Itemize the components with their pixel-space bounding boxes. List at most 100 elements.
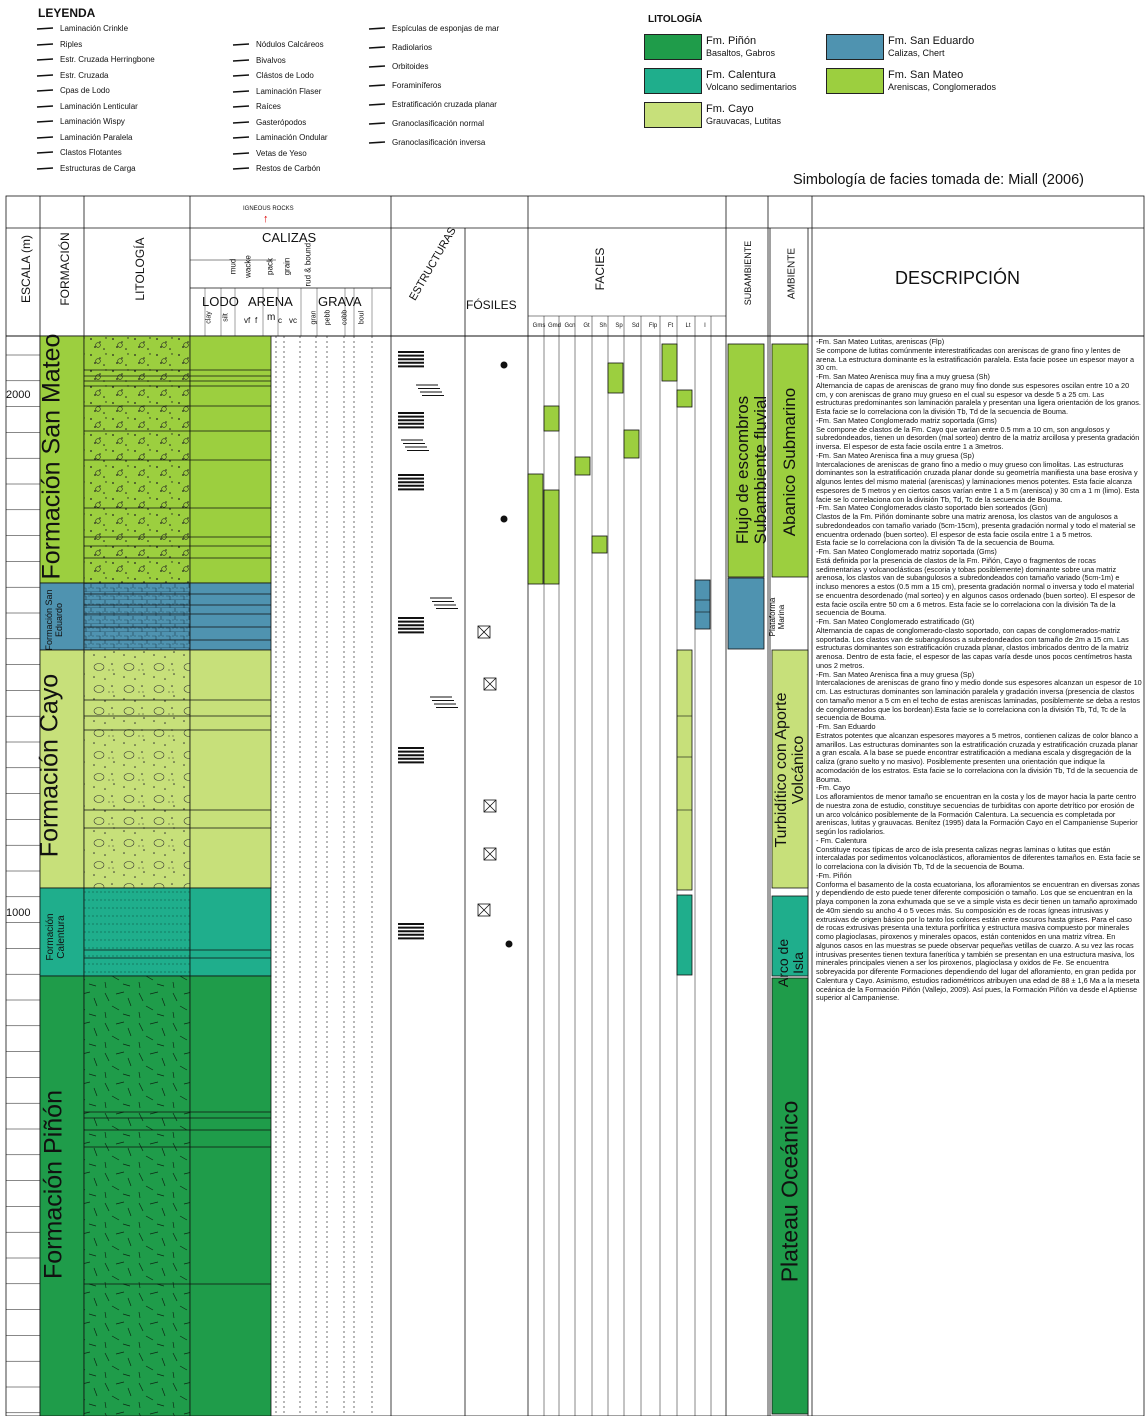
litologia-sub: Basaltos, Gabros — [706, 48, 776, 58]
legend-label: Vetas de Yeso — [256, 148, 307, 158]
grain-col-label: vc — [289, 316, 297, 325]
header-ambiente: AMBIENTE — [786, 247, 798, 300]
description-paragraph: -Fm. Cayo — [816, 783, 851, 793]
header-grava: GRAVA — [318, 294, 362, 309]
legend-symbol-icon — [368, 24, 386, 33]
grain-col-label: c — [278, 316, 282, 325]
facies-col-label: Lt — [685, 323, 691, 329]
legend-col2-item-8: Restos de Carbón — [232, 164, 320, 173]
legend-col2-item-1: Bivalvos — [232, 56, 286, 65]
legend-label: Laminación Wispy — [60, 117, 125, 126]
description-paragraph: -Fm. San Mateo Conglomerado matriz sopor… — [816, 415, 997, 425]
header-escala: ESCALA (m) — [19, 235, 33, 304]
legend-symbol-icon — [36, 133, 54, 142]
description-paragraph: -Fm. San Eduardo — [816, 722, 876, 731]
facies-col-label: Sd — [631, 323, 640, 329]
legend-col1-item-9: Estructuras de Carga — [36, 164, 136, 173]
header-subambiente: SUBAMBIENTE — [743, 240, 753, 306]
legend-label: Gasterópodos — [256, 117, 307, 127]
legend-symbol-icon — [368, 62, 386, 71]
litologia-legend-title: LITOLOGÍA — [648, 14, 703, 25]
legend-symbol-icon — [232, 149, 250, 158]
facies-indicator — [527, 473, 544, 585]
legend-symbol-icon — [36, 102, 54, 111]
facies-col-label: Ft — [667, 323, 674, 329]
litologia-name: Fm. San Mateo — [888, 69, 964, 81]
formation-band — [39, 335, 85, 584]
legend-label: Laminación Ondular — [256, 133, 328, 142]
grain-size-bar — [189, 887, 272, 977]
description-paragraph: Alternancia de capas de areniscas de gra… — [816, 380, 1141, 416]
legend-label: Granoclasificación normal — [392, 119, 485, 128]
foraminifera-icon — [500, 361, 508, 369]
legend-col3-item-5: Granoclasificación normal — [368, 119, 484, 128]
subambiente-plataforma: Plataforma Marina — [768, 597, 786, 637]
litologia-name: Fm. Piñón — [706, 35, 757, 47]
formation-pinon: Formación Piñón — [39, 1090, 68, 1279]
legend-label: Laminación Flaser — [256, 86, 322, 96]
calizas-col-label: wacke — [243, 255, 253, 278]
legend-label: Estratificación cruzada planar — [392, 100, 497, 109]
formation-band — [39, 975, 85, 1416]
litologia-swatch — [644, 102, 702, 128]
facies-col-label: I — [704, 323, 706, 329]
legend-col3-item-6: Granoclasificación inversa — [368, 138, 485, 147]
legend-col2-item-7: Vetas de Yeso — [232, 149, 307, 158]
formation-band — [39, 887, 85, 977]
description-paragraph: -Fm. San Mateo Conglomerados clasto sopo… — [816, 503, 1048, 513]
legend-col1-item-6: Laminación Wispy — [36, 117, 125, 126]
facies-indicator — [543, 405, 560, 432]
facies-indicator — [543, 489, 560, 585]
description-paragraph: Constituye rocas típicas de arco de isla… — [816, 844, 1141, 871]
header-arena: ARENA — [248, 294, 293, 309]
description-paragraph: Se compone de clastos de la Fm. Cayo que… — [816, 424, 1140, 451]
legend-symbol-icon — [232, 164, 250, 173]
facies-col-label: Flp — [648, 323, 658, 329]
legend-label: Laminación Paralela — [60, 132, 133, 142]
ambiente-abanico: Abanico Submarino — [780, 387, 799, 537]
legend-label: Estr. Cruzada Herringbone — [60, 55, 155, 64]
facies-col-label: Gt — [583, 323, 590, 329]
description-paragraph: Está definida por la presencia de clasto… — [816, 555, 1136, 618]
legend-col1-item-3: Estr. Cruzada — [36, 71, 108, 80]
facies-indicator — [676, 894, 693, 976]
facies-indicator — [676, 389, 693, 408]
legend-symbol-icon — [232, 102, 250, 111]
grain-size-bar — [189, 335, 272, 584]
header-formacion: FORMACIÓN — [58, 232, 72, 306]
litologia-sub: Grauvacas, Lutitas — [706, 116, 782, 126]
calizas-col-label: grain — [282, 257, 292, 276]
grain-col-label: pebb — [324, 309, 332, 326]
header-facies: FACIES — [593, 247, 607, 291]
description-paragraph: Se compone de lutitas comúnmente interes… — [816, 345, 1134, 373]
legend-label: Estructuras de Carga — [60, 163, 136, 173]
facies-indicator — [574, 456, 591, 476]
legend-col2-item-0: Nódulos Calcáreos — [232, 40, 324, 49]
legend-label: Clastos Flotantes — [60, 148, 122, 157]
header-lodo: LODO — [202, 294, 239, 309]
legend-symbol-icon — [368, 100, 386, 109]
header-descripcion: DESCRIPCIÓN — [895, 268, 1021, 288]
legend-symbol-icon — [232, 71, 250, 80]
header-litologia: LITOLOGÍA — [133, 237, 147, 301]
legend-label: Foraminíferos — [392, 81, 442, 90]
facies-col-label: Gcn — [564, 323, 576, 329]
header-calizas: CALIZAS — [262, 230, 317, 245]
grain-size-bar — [189, 975, 272, 1416]
description-paragraph: Estratos potentes que alcanzan espesores… — [816, 730, 1139, 784]
legend-label: Laminación Crinkle — [60, 24, 129, 33]
legend-title: LEYENDA — [38, 6, 96, 20]
legend-label: Granoclasificación inversa — [392, 138, 486, 147]
radiolaria-icon — [483, 677, 497, 691]
scale-label-1000: 1000 — [6, 907, 31, 919]
legend-symbol-icon — [232, 40, 250, 49]
radiolaria-icon — [477, 903, 491, 917]
legend-symbol-icon — [36, 86, 54, 95]
lithology-pattern — [83, 649, 191, 889]
calizas-col-label: rud & bound — [303, 242, 313, 287]
radiolaria-icon — [477, 625, 491, 639]
description-paragraph: Esta facie se lo correlaciona con la div… — [816, 538, 1055, 548]
